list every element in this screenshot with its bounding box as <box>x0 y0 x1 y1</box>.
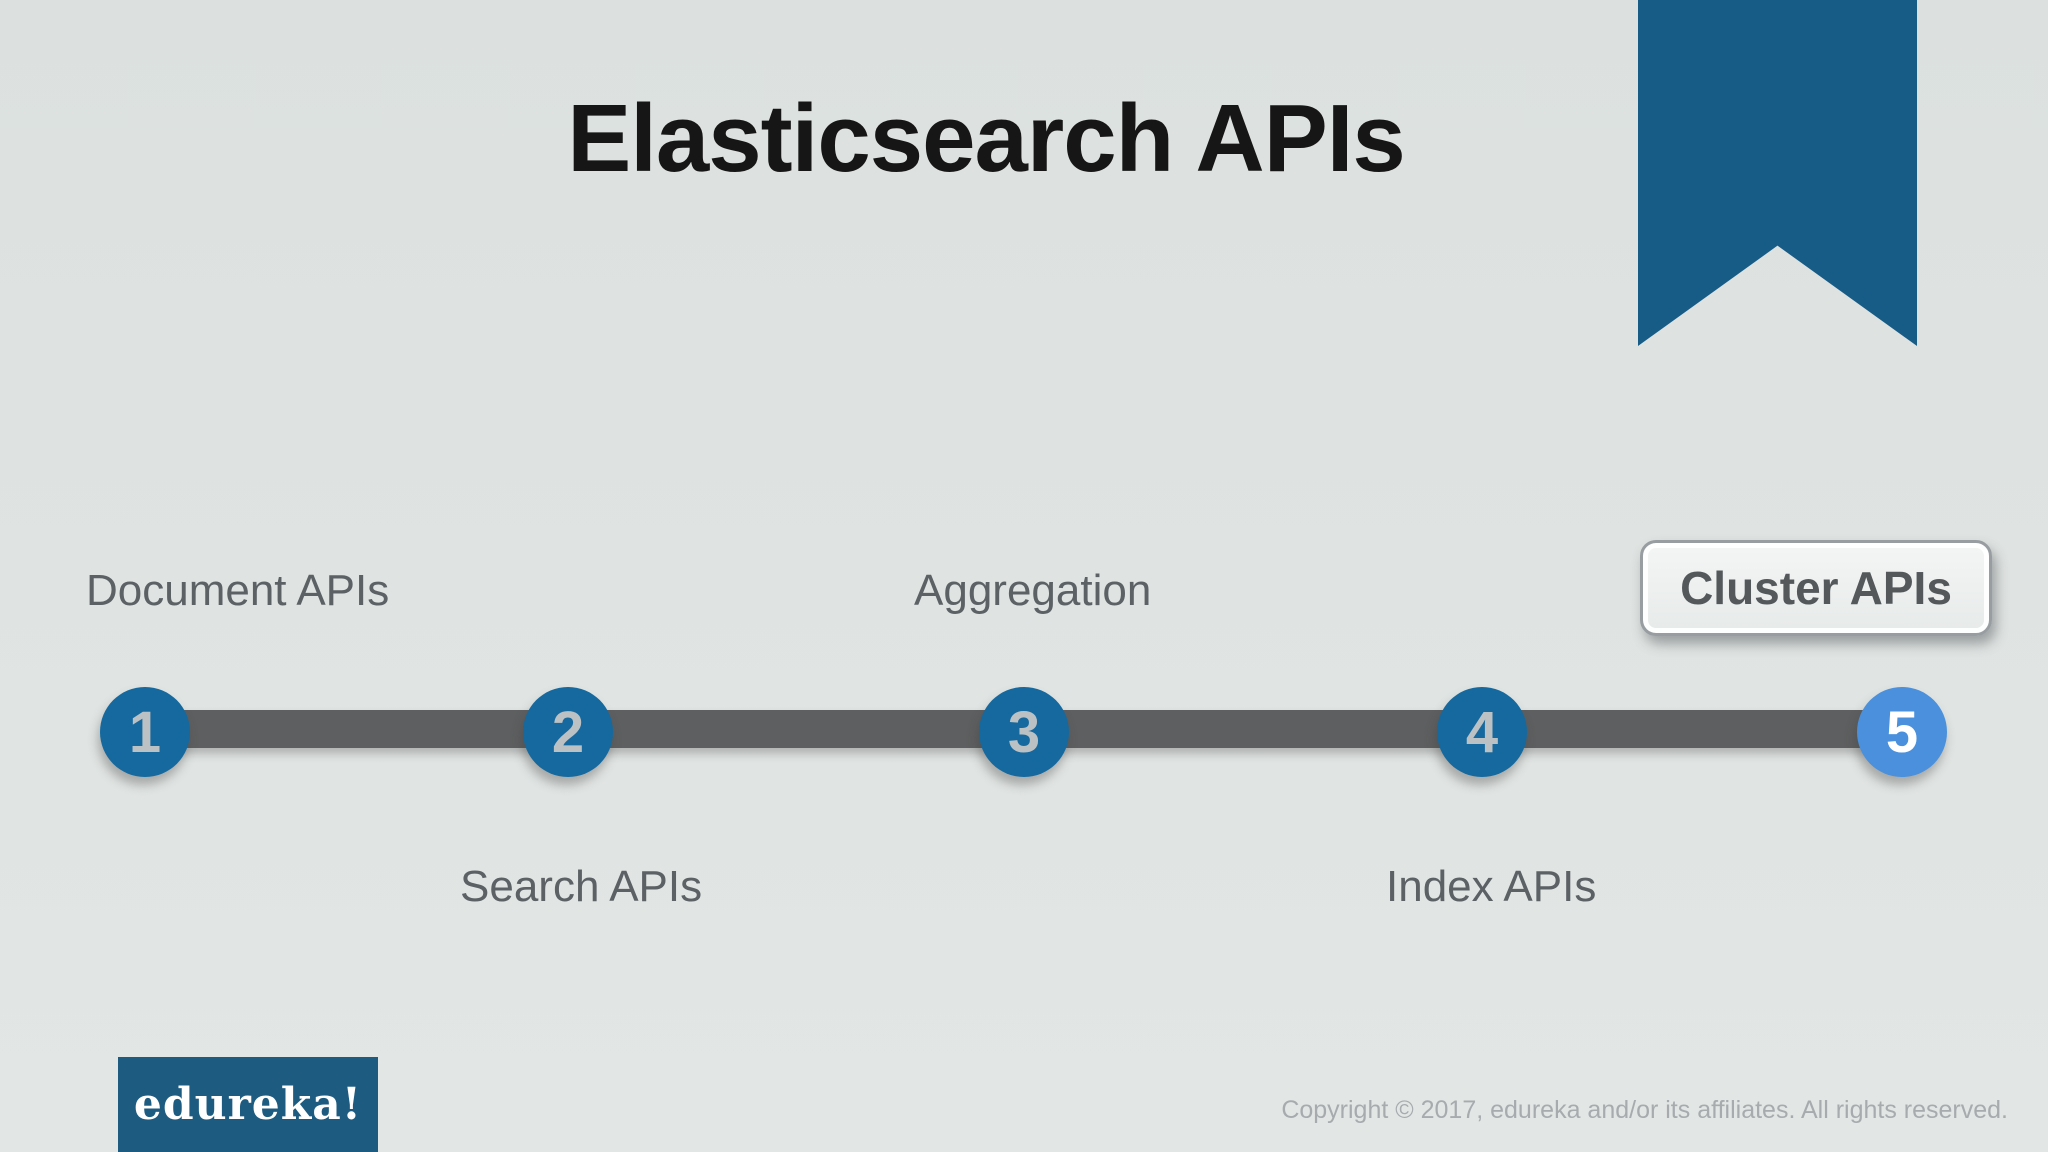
slide-title: Elasticsearch APIs <box>567 85 1406 192</box>
step-label-search-apis: Search APIs <box>460 862 703 911</box>
step-number: 3 <box>1007 699 1041 765</box>
step-number: 5 <box>1885 699 1919 765</box>
step-label-document-apis: Document APIs <box>86 566 390 615</box>
step-circle-4: 4 <box>1437 687 1527 777</box>
step-number: 4 <box>1465 699 1499 765</box>
step-circle-2: 2 <box>523 687 613 777</box>
step-number: 1 <box>128 699 162 765</box>
step-circle-1: 1 <box>100 687 190 777</box>
bookmark-ribbon-icon <box>1638 0 1917 346</box>
copyright-text: Copyright © 2017, edureka and/or its aff… <box>1281 1096 2008 1124</box>
step-circle-3: 3 <box>979 687 1069 777</box>
edureka-logo-text: edureka! <box>133 1079 363 1130</box>
edureka-logo: edureka! <box>118 1057 378 1152</box>
step-number: 2 <box>551 699 585 765</box>
cluster-apis-button[interactable]: Cluster APIs <box>1640 540 1992 636</box>
step-circle-5-active: 5 <box>1857 687 1947 777</box>
step-label-aggregation: Aggregation <box>914 566 1152 615</box>
step-label-index-apis: Index APIs <box>1386 862 1597 911</box>
